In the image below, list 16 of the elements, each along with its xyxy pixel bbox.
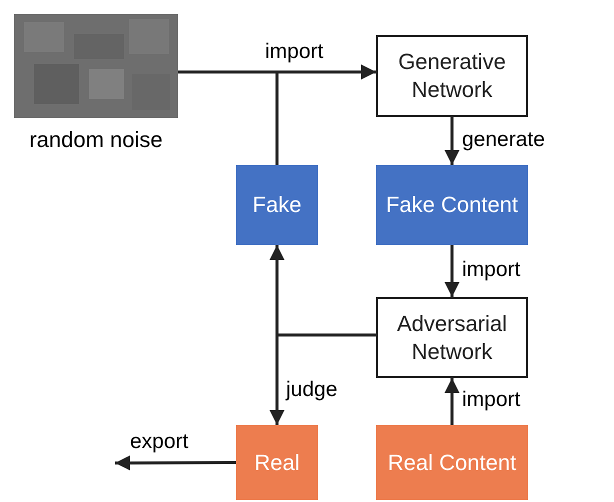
- process-box: Real Content: [376, 425, 528, 500]
- edge-label: import: [462, 388, 520, 412]
- arrow: [276, 64, 376, 165]
- arrow: [444, 117, 460, 165]
- arrow: [444, 378, 460, 425]
- arrow: [115, 455, 236, 470]
- arrow: [444, 245, 460, 297]
- process-box: Generative Network: [376, 35, 528, 117]
- process-box: Adversarial Network: [376, 297, 528, 378]
- process-box: Fake: [236, 165, 318, 245]
- edge-label: import: [265, 40, 324, 64]
- edge-label: import: [462, 258, 520, 282]
- process-box: Fake Content: [376, 165, 528, 245]
- edge-label: judge: [286, 378, 338, 402]
- arrow: [270, 334, 376, 425]
- process-box: Real: [236, 425, 318, 500]
